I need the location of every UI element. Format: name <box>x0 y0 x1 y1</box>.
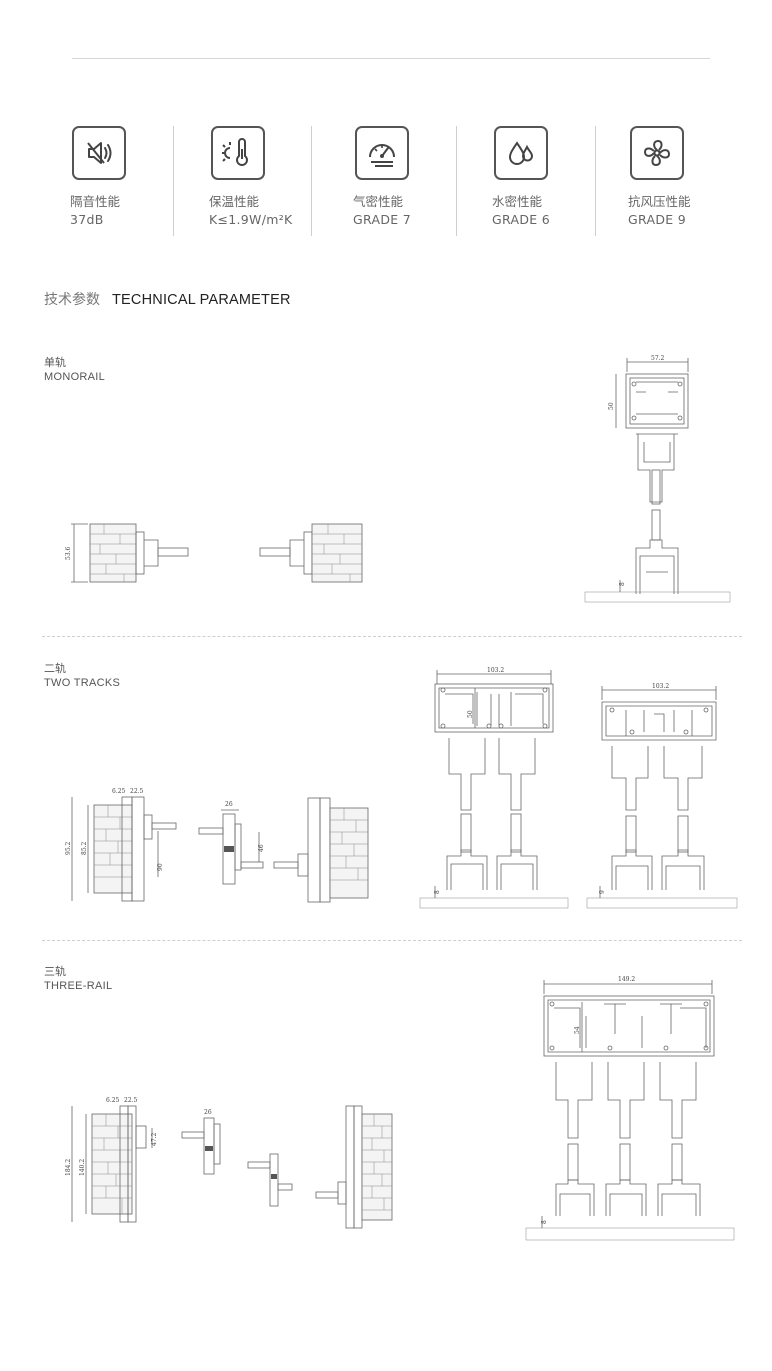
three-rail-plan-left: 184.2 140.2 6.25 22.5 47.2 <box>65 1097 158 1223</box>
three-rail-plan-right <box>315 1105 393 1229</box>
monorail-plan-right <box>259 523 363 583</box>
dim-label: 53.6 <box>65 546 72 560</box>
two-tracks-section-b: 103.2 9 <box>586 683 738 909</box>
dim-label: 140.2 <box>79 1159 86 1176</box>
gauge-icon <box>355 126 409 180</box>
feature-water-tightness: 水密性能 GRADE 6 <box>492 120 612 228</box>
fan-wind-icon <box>630 126 684 180</box>
two-tracks-section-a: 103.2 50 8 <box>419 667 569 909</box>
feature-value: GRADE 7 <box>353 212 411 227</box>
feature-divider <box>173 126 174 236</box>
feature-value: GRADE 6 <box>492 212 550 227</box>
section-label-monorail: 单轨 MONORAIL <box>44 355 105 385</box>
feature-divider <box>456 126 457 236</box>
dim-label: 90 <box>157 863 164 871</box>
dim-label: 6.25 <box>112 788 126 795</box>
section-label-three-rail: 三轨 THREE-RAIL <box>44 964 112 994</box>
three-rail-plan-mid-a: 26 <box>181 1109 221 1175</box>
dim-label: 184.2 <box>65 1159 72 1176</box>
monorail-section: 57.2 50 8 <box>584 355 731 603</box>
section-label-en: THREE-RAIL <box>44 980 113 992</box>
dim-label: 8 <box>619 582 626 586</box>
dim-label: 50 <box>467 710 474 718</box>
section-label-cn: 单轨 <box>44 356 66 369</box>
dim-label: 149.2 <box>618 976 635 983</box>
feature-value: K≤1.9W/m²K <box>209 212 293 227</box>
monorail-plan-left: 53.6 <box>65 523 189 583</box>
dim-label: 6.25 <box>106 1097 120 1104</box>
feature-wind-resistance: 抗风压性能 GRADE 9 <box>628 120 748 228</box>
section-label-en: TWO TRACKS <box>44 677 121 689</box>
dim-label: 26 <box>225 801 233 808</box>
feature-label: 气密性能 <box>353 194 404 209</box>
dim-label: 8 <box>434 890 441 894</box>
feature-value: GRADE 9 <box>628 212 686 227</box>
three-rail-section: 149.2 54 8 <box>525 976 735 1241</box>
dim-label: 22.5 <box>124 1097 138 1104</box>
dim-label: 9 <box>599 890 606 894</box>
technical-parameter-title: 技术参数 TECHNICAL PARAMETER <box>44 289 291 309</box>
section-label-cn: 三轨 <box>44 965 66 978</box>
dim-label: 46 <box>258 844 265 852</box>
section-label-cn: 二轨 <box>44 662 66 675</box>
two-tracks-plan-right <box>273 797 369 903</box>
feature-divider <box>595 126 596 236</box>
dim-label: 103.2 <box>652 683 669 690</box>
dim-label: 8 <box>541 1220 548 1224</box>
feature-divider <box>311 126 312 236</box>
two-tracks-plan-mid: 26 46 <box>198 801 265 885</box>
feature-label: 隔音性能 <box>70 194 121 209</box>
dim-label: 103.2 <box>487 667 504 674</box>
section-label-two-tracks: 二轨 TWO TRACKS <box>44 661 120 691</box>
feature-air-tightness: 气密性能 GRADE 7 <box>353 120 473 228</box>
section-divider <box>42 636 742 637</box>
top-divider <box>72 58 710 59</box>
dim-label: 54 <box>574 1026 581 1034</box>
dim-label: 47.2 <box>151 1132 158 1146</box>
dim-label: 26 <box>204 1109 212 1116</box>
feature-sound-insulation: 隔音性能 37dB <box>70 120 190 228</box>
three-rail-plan-mid-b <box>247 1153 293 1207</box>
dim-label: 85.2 <box>81 841 88 855</box>
dim-label: 95.2 <box>65 841 72 855</box>
section-label-en: MONORAIL <box>44 371 106 383</box>
feature-label: 抗风压性能 <box>628 194 691 209</box>
performance-features: 隔音性能 37dB 保温性能 K≤1.9W/m²K <box>0 120 772 250</box>
speaker-muted-icon <box>72 126 126 180</box>
dim-label: 50 <box>608 402 615 410</box>
dim-label: 57.2 <box>651 355 665 362</box>
feature-value: 37dB <box>70 212 104 227</box>
feature-label: 保温性能 <box>209 194 260 209</box>
section-divider <box>42 940 742 941</box>
two-tracks-plan-left: 95.2 85.2 6.25 22.5 90 <box>65 788 177 902</box>
title-cn: 技术参数 <box>44 292 100 308</box>
title-en: TECHNICAL PARAMETER <box>112 292 291 308</box>
feature-thermal-insulation: 保温性能 K≤1.9W/m²K <box>209 120 329 228</box>
thermometer-sun-icon <box>211 126 265 180</box>
dim-label: 22.5 <box>130 788 144 795</box>
water-drops-icon <box>494 126 548 180</box>
feature-label: 水密性能 <box>492 194 543 209</box>
